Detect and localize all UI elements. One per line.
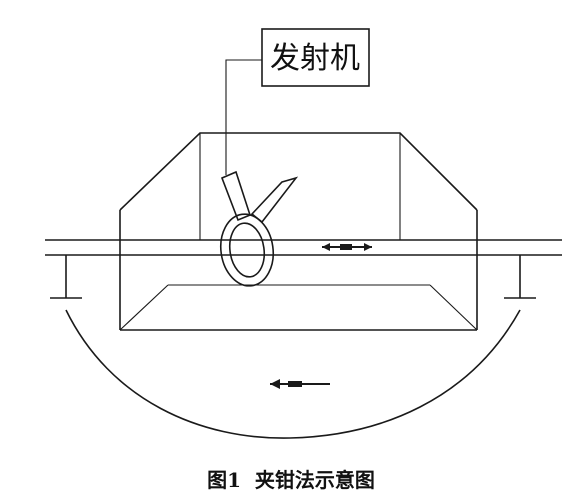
clamp-inner-ring — [228, 222, 266, 278]
trench-back-wall — [119, 132, 478, 211]
earth-return-arc — [65, 309, 521, 439]
clamp-right-handle — [250, 176, 299, 224]
ground-left — [50, 255, 82, 299]
ground-right — [504, 255, 536, 299]
transmitter: 发射机 — [261, 28, 370, 87]
cable — [45, 239, 562, 256]
clamp — [219, 170, 299, 287]
transmitter-label: 发射机 — [270, 41, 360, 76]
clamp-left-handle — [220, 170, 251, 222]
trench-floor-right-edge — [429, 284, 478, 331]
transmitter-lead-wire — [225, 59, 262, 175]
clamp-outer-ring — [219, 213, 275, 287]
left-arrow-icon — [270, 379, 330, 389]
trench-floor-left-edge — [119, 284, 169, 331]
figure-caption: 图1 夹钳法示意图 — [207, 468, 375, 492]
trench — [119, 132, 478, 331]
transmitter-box — [261, 28, 370, 87]
left-right-arrow-icon — [322, 243, 372, 251]
